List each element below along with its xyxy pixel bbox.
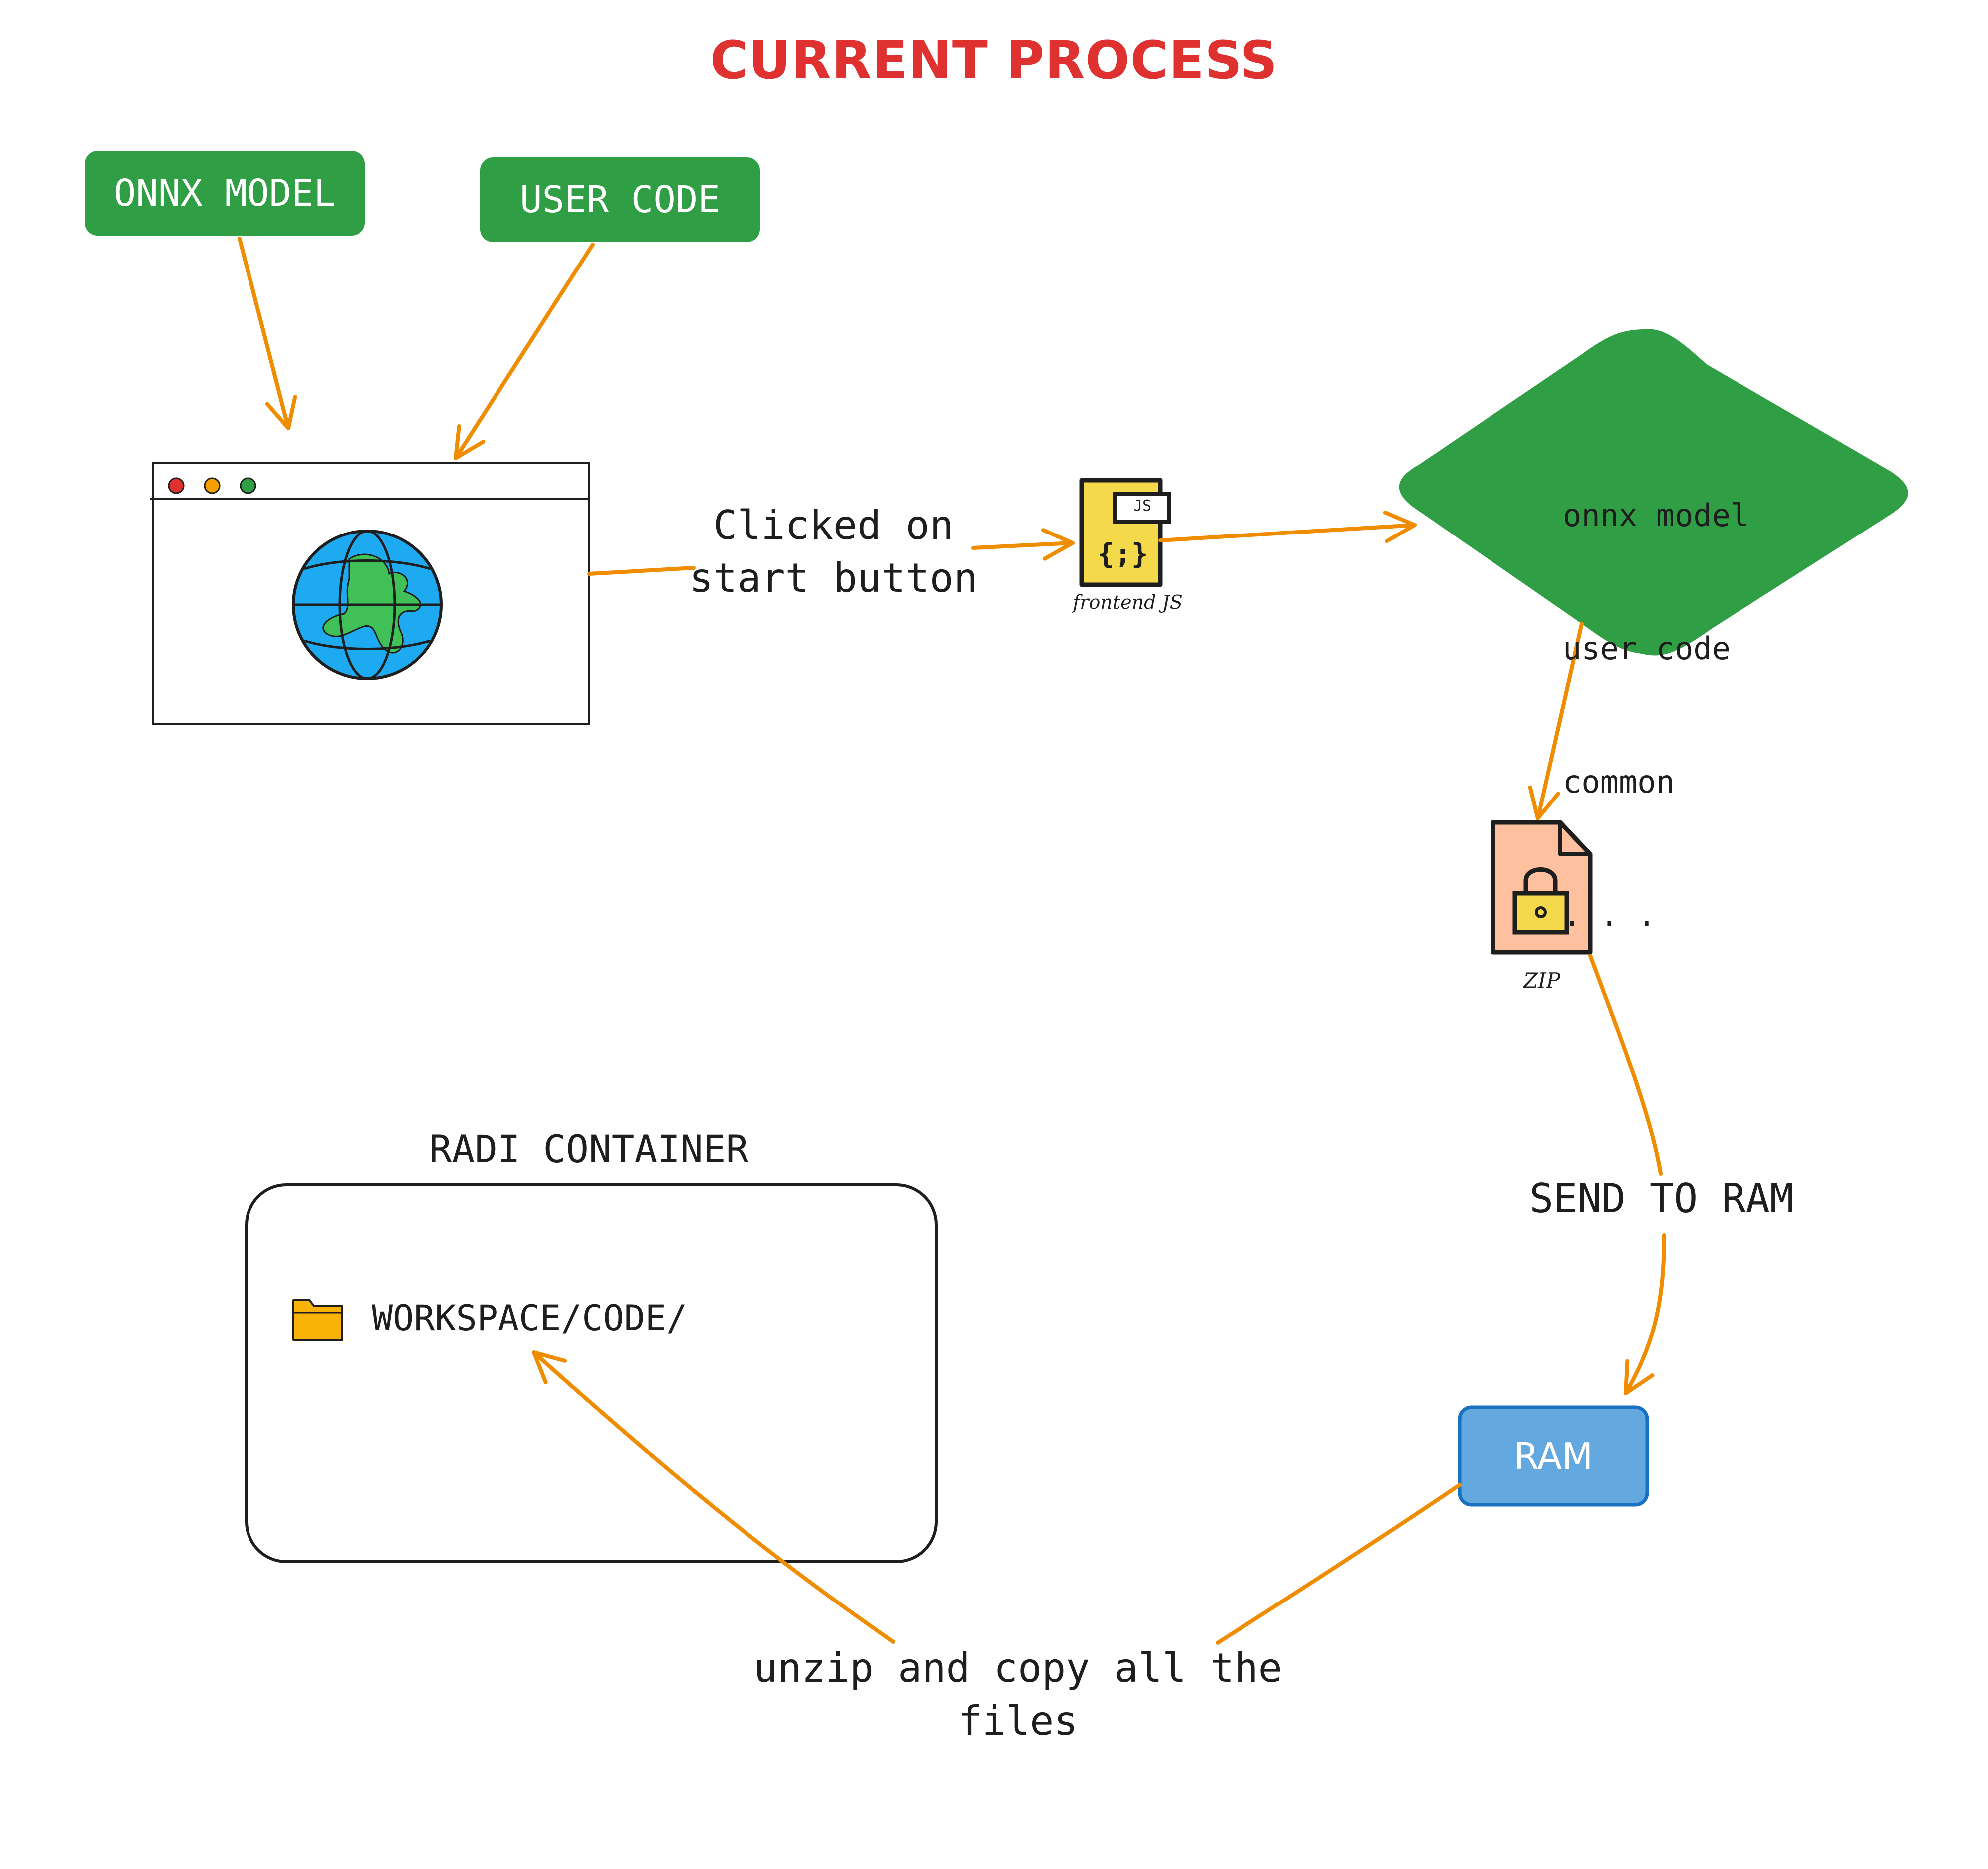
frontend-js-label: frontend JS	[1073, 591, 1183, 613]
bundle-line-usercode: user code	[1563, 630, 1731, 667]
folder-icon	[292, 1299, 343, 1341]
edge-label-unzip-line1: unzip and copy all the	[753, 1645, 1282, 1691]
js-code-glyph: {;}	[1097, 538, 1148, 570]
onnx-model-label: ONNX MODEL	[113, 172, 336, 215]
arrow-usercode-to-browser	[454, 243, 595, 460]
browser-window	[150, 462, 590, 725]
radi-container-box	[245, 1183, 938, 1563]
edge-label-clicked-line1: Clicked on	[713, 502, 954, 548]
arrow-label-to-js	[971, 528, 1075, 561]
locked-zip-file-icon	[1491, 820, 1593, 955]
globe-icon	[292, 530, 443, 680]
window-close-dot	[168, 477, 185, 494]
window-minimize-dot	[204, 477, 221, 494]
js-badge-text: JS	[1133, 497, 1152, 515]
arrow-unzip-label-to-workspace	[532, 1350, 895, 1644]
onnx-model-node: ONNX MODEL	[85, 151, 365, 236]
window-maximize-dot	[240, 477, 256, 494]
arrow-js-to-diamond	[1158, 510, 1417, 543]
user-code-label: USER CODE	[520, 178, 720, 221]
arrow-onnx-to-browser	[238, 237, 297, 430]
bundle-line-ellipsis: . . .	[1563, 897, 1656, 933]
ram-box	[1458, 1405, 1649, 1507]
arrow-send-label-to-ram	[1624, 1233, 1666, 1395]
zip-label: ZIP	[1523, 968, 1561, 993]
edge-label-clicked-line2: start button	[689, 555, 978, 601]
ram-label: RAM	[1513, 1435, 1593, 1477]
bundle-contents: onnx model user code common . . .	[1563, 404, 1749, 1026]
diagram-title: CURRENT PROCESS	[710, 30, 1278, 91]
arrow-ram-to-unzip-label	[1216, 1483, 1462, 1645]
js-file-icon	[1079, 478, 1171, 587]
user-code-node: USER CODE	[480, 157, 760, 242]
arrow-browser-to-label	[587, 566, 696, 576]
edge-label-clicked: Clicked on start button	[679, 499, 988, 605]
bundle-line-common: common	[1563, 764, 1675, 800]
edge-label-send-to-ram: SEND TO RAM	[1529, 1175, 1794, 1222]
workspace-path: WORKSPACE/CODE/	[372, 1298, 688, 1338]
edge-label-unzip: unzip and copy all the files	[729, 1642, 1307, 1748]
bundle-diamond	[1399, 329, 1908, 656]
radi-container-title: RADI CONTAINER	[429, 1127, 749, 1171]
arrow-diamond-to-zip	[1528, 622, 1584, 820]
edge-label-unzip-line2: files	[958, 1698, 1078, 1744]
bundle-line-onnx: onnx model	[1563, 497, 1749, 534]
arrow-zip-to-send-label	[1588, 954, 1663, 1176]
